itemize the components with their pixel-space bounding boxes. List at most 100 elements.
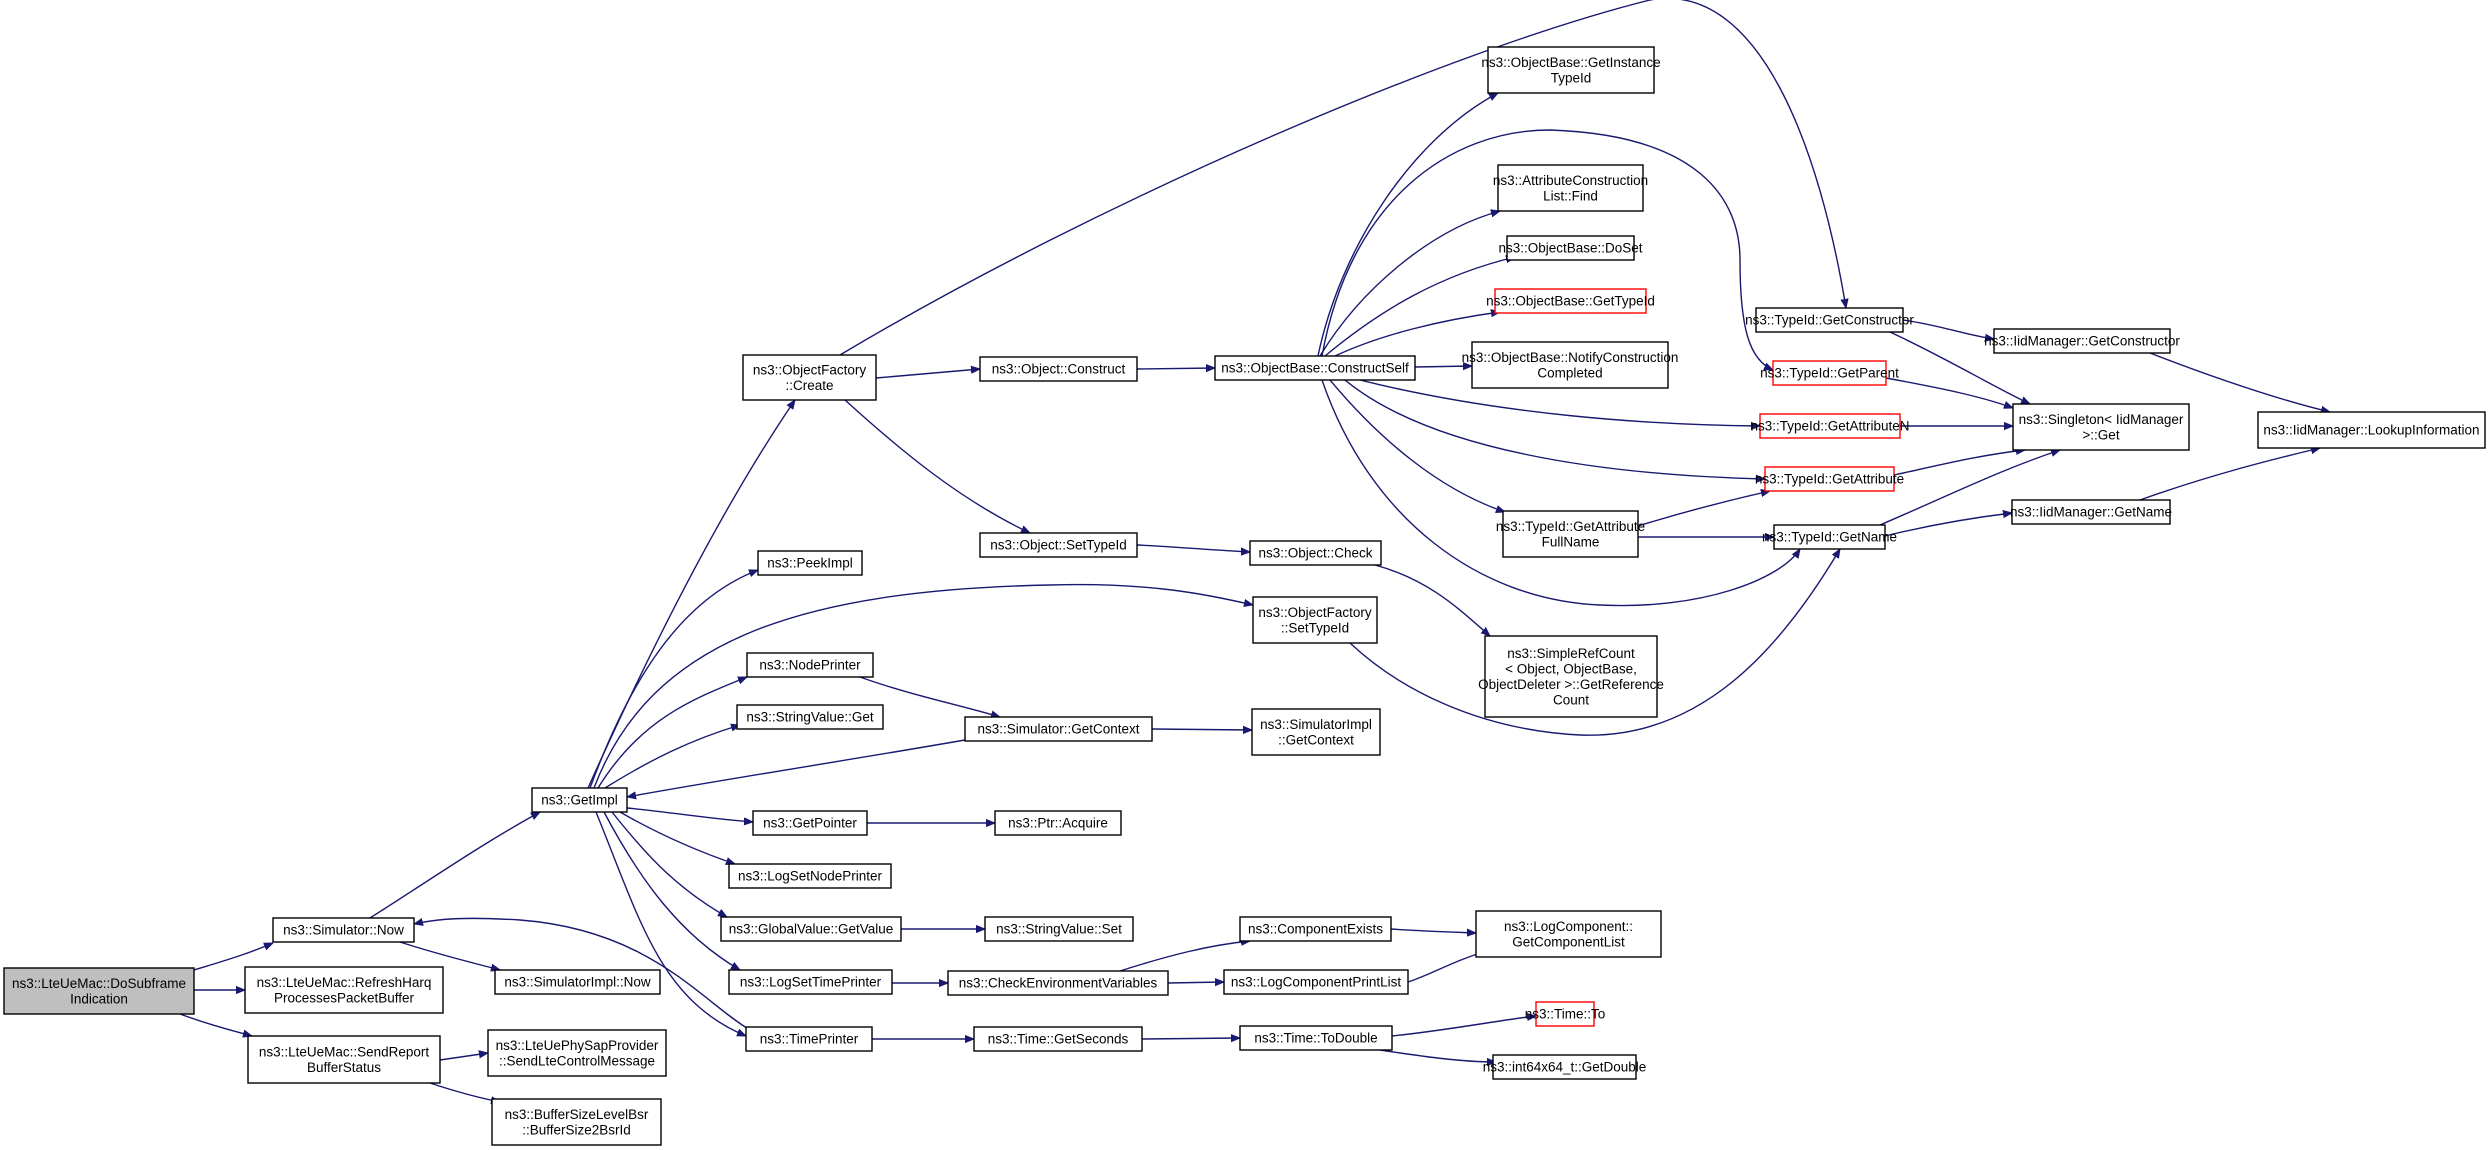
node-label: ns3::IidManager::LookupInformation: [2263, 423, 2479, 438]
node-peekimpl[interactable]: ns3::PeekImpl: [757, 550, 863, 576]
node-box: [994, 810, 1122, 836]
node-box: [736, 704, 884, 730]
node-logsettime[interactable]: ns3::LogSetTimePrinter: [728, 969, 893, 995]
node-label: ns3::SimulatorImpl: [1260, 717, 1372, 732]
node-doset[interactable]: ns3::ObjectBase::DoSet: [1498, 235, 1643, 261]
node-logsetnode[interactable]: ns3::LogSetNodePrinter: [728, 863, 892, 889]
node-box: [728, 969, 893, 995]
node-box: [1249, 540, 1382, 566]
node-label: ns3::BufferSizeLevelBsr: [505, 1107, 649, 1122]
node-refresh[interactable]: ns3::LteUeMac::RefreshHarqProcessesPacke…: [244, 966, 444, 1014]
call-edge-simnow-to-simimplnow: [399, 941, 500, 970]
call-edge-getimpl-to-ofsettypeid: [593, 583, 1253, 789]
call-edge-getimpl-to-peekimpl: [589, 569, 758, 789]
node-simnow[interactable]: ns3::Simulator::Now: [272, 917, 415, 943]
node-iidlookup[interactable]: ns3::IidManager::LookupInformation: [2257, 411, 2486, 449]
node-label: ns3::TypeId::GetParent: [1760, 366, 1899, 381]
node-box: [964, 716, 1153, 742]
node-strvalset[interactable]: ns3::StringValue::Set: [984, 916, 1134, 942]
node-label: List::Find: [1543, 188, 1598, 203]
node-notifyconstr[interactable]: ns3::ObjectBase::NotifyConstructionCompl…: [1462, 341, 1679, 389]
node-tidgetname[interactable]: ns3::TypeId::GetName: [1762, 524, 1897, 550]
node-box: [487, 1029, 667, 1077]
call-edge-root-to-sendreport: [179, 1013, 252, 1036]
node-logcomplist[interactable]: ns3::LogComponent::GetComponentList: [1475, 910, 1662, 958]
node-label: ns3::LogComponentPrintList: [1231, 975, 1402, 990]
node-constructself[interactable]: ns3::ObjectBase::ConstructSelf: [1214, 355, 1416, 381]
node-label: ns3::ObjectFactory: [1258, 605, 1372, 620]
node-bsr[interactable]: ns3::BufferSizeLevelBsr::BufferSize2BsrI…: [491, 1098, 662, 1146]
call-edge-constructself-to-tidgetattr: [1344, 379, 1765, 479]
call-edge-getimpl-to-nodeprinter: [597, 676, 747, 789]
node-strvalget[interactable]: ns3::StringValue::Get: [736, 704, 884, 730]
node-box: [2011, 499, 2171, 525]
node-obgettypeid[interactable]: ns3::ObjectBase::GetTypeId: [1486, 288, 1655, 314]
node-timeto[interactable]: ns3::Time::To: [1525, 1001, 1606, 1027]
node-objsettypeid[interactable]: ns3::Object::SetTypeId: [979, 532, 1138, 558]
node-simplerefcount[interactable]: ns3::SimpleRefCount< Object, ObjectBase,…: [1478, 635, 1664, 718]
call-edge-sendreport-to-sendctrl: [439, 1053, 488, 1061]
node-label: ns3::Simulator::GetContext: [977, 722, 1139, 737]
node-box: [1223, 969, 1409, 995]
call-edge-timeprinter-to-simnow: [414, 917, 751, 1031]
node-label: GetComponentList: [1512, 934, 1625, 949]
node-compexists[interactable]: ns3::ComponentExists: [1239, 916, 1392, 942]
node-checkenv[interactable]: ns3::CheckEnvironmentVariables: [947, 970, 1169, 996]
node-label: ns3::TypeId::GetConstructor: [1745, 313, 1914, 328]
node-tidgetctor[interactable]: ns3::TypeId::GetConstructor: [1745, 307, 1914, 333]
call-edge-tidgetname-to-iidgetname: [1884, 513, 2012, 537]
node-timegetsec[interactable]: ns3::Time::GetSeconds: [973, 1026, 1143, 1052]
node-label: Completed: [1537, 365, 1602, 380]
call-edge-simgetctx-to-getimpl: [627, 739, 966, 797]
node-simimplctx[interactable]: ns3::SimulatorImpl::GetContext: [1251, 708, 1381, 756]
node-logcompprint[interactable]: ns3::LogComponentPrintList: [1223, 969, 1409, 995]
node-iidgetname[interactable]: ns3::IidManager::GetName: [2010, 499, 2172, 525]
node-ofcreate[interactable]: ns3::ObjectFactory::Create: [742, 354, 877, 401]
call-edge-tidgetctor-to-iidgetctor: [1902, 319, 1994, 339]
call-edge-tidgetparent-to-singletonget: [1885, 377, 2013, 408]
node-getimpl[interactable]: ns3::GetImpl: [531, 787, 628, 813]
node-box: [1773, 524, 1886, 550]
node-box: [1764, 466, 1895, 492]
node-nodeprinter[interactable]: ns3::NodePrinter: [746, 652, 874, 678]
node-label: ns3::IidManager::GetName: [2010, 505, 2172, 520]
node-tidgetattrn[interactable]: ns3::TypeId::GetAttributeN: [1750, 413, 1910, 439]
node-simgetctx[interactable]: ns3::Simulator::GetContext: [964, 716, 1153, 742]
node-globalvalue[interactable]: ns3::GlobalValue::GetValue: [720, 916, 902, 942]
node-iidgetctor[interactable]: ns3::IidManager::GetConstructor: [1984, 328, 2180, 354]
call-edge-root-to-simnow: [193, 942, 273, 971]
node-box: [1497, 164, 1644, 212]
call-edge-getimpl-to-strvalget: [604, 725, 740, 789]
call-edge-constructself-to-obgettypeid: [1334, 312, 1500, 357]
node-box: [1475, 910, 1662, 958]
node-box: [1759, 413, 1901, 439]
call-edge-checkenv-to-logcompprint: [1167, 982, 1224, 983]
node-timeprinter[interactable]: ns3::TimePrinter: [745, 1026, 873, 1052]
node-label: ns3::StringValue::Get: [746, 710, 874, 725]
call-edge-getimpl-to-ofcreate: [587, 400, 795, 789]
node-box: [1535, 1001, 1595, 1027]
node-getpointer[interactable]: ns3::GetPointer: [752, 810, 868, 836]
node-singletonget[interactable]: ns3::Singleton< IidManager>::Get: [2012, 403, 2190, 451]
node-sendctrl[interactable]: ns3::LteUePhySapProvider::SendLteControl…: [487, 1029, 667, 1077]
node-timetodouble[interactable]: ns3::Time::ToDouble: [1239, 1025, 1393, 1051]
node-tidgetparent[interactable]: ns3::TypeId::GetParent: [1760, 360, 1899, 386]
node-objcheck[interactable]: ns3::Object::Check: [1249, 540, 1382, 566]
node-objconstruct[interactable]: ns3::Object::Construct: [979, 356, 1138, 382]
call-edge-simgetctx-to-simimplctx: [1151, 729, 1252, 730]
node-simimplnow[interactable]: ns3::SimulatorImpl::Now: [494, 969, 661, 995]
node-label: ns3::LogSetTimePrinter: [740, 975, 882, 990]
call-edge-objsettypeid-to-objcheck: [1136, 544, 1250, 552]
node-int64getdouble[interactable]: ns3::int64x64_t::GetDouble: [1483, 1054, 1647, 1080]
node-label: ns3::ObjectFactory: [753, 362, 867, 377]
node-tidgetattr[interactable]: ns3::TypeId::GetAttribute: [1755, 466, 1904, 492]
call-edge-ofcreate-to-objsettypeid: [844, 399, 1030, 534]
node-ptracquire[interactable]: ns3::Ptr::Acquire: [994, 810, 1122, 836]
node-ofsettypeid[interactable]: ns3::ObjectFactory::SetTypeId: [1252, 596, 1378, 644]
